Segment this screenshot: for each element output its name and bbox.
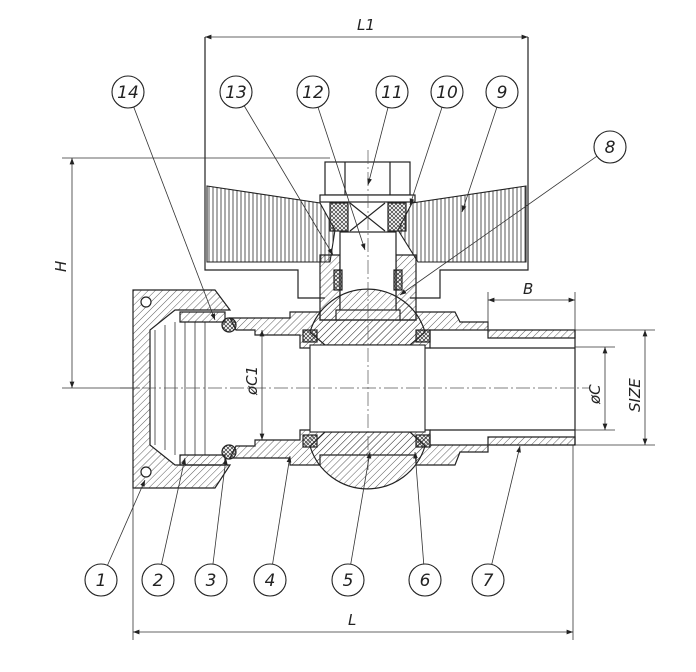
balloon-circle	[84, 563, 118, 597]
balloon-circle	[485, 75, 519, 109]
dimensions: L1 H B øC1 øC SIZE L	[52, 16, 655, 640]
leader-line	[399, 155, 598, 296]
leader-line	[491, 445, 521, 565]
balloon-circle	[219, 75, 253, 109]
leader-line	[212, 457, 228, 565]
stem-nut	[319, 161, 416, 232]
balloon-circle	[408, 563, 442, 597]
balloon-number: 6	[420, 571, 431, 591]
balloon-6: 6	[408, 451, 442, 597]
leader-line	[350, 451, 372, 565]
balloon-circle	[111, 75, 145, 109]
dim-SIZE: SIZE	[626, 378, 644, 412]
leader-line	[413, 451, 425, 565]
ball	[302, 288, 431, 490]
leader-line	[317, 107, 366, 251]
leader-line	[161, 457, 186, 565]
balloon-circle	[471, 563, 505, 597]
leader-line	[107, 479, 146, 566]
balloon-9: 9	[461, 75, 519, 213]
balloon-circle	[194, 563, 228, 597]
balloon-number: 8	[605, 138, 616, 158]
leader-line	[409, 107, 443, 206]
balloon-4: 4	[253, 455, 292, 597]
balloon-12: 12	[296, 75, 366, 251]
dim-L1: L1	[357, 16, 375, 34]
balloon-number: 11	[381, 83, 403, 103]
dim-C: øC	[586, 384, 604, 405]
balloon-14: 14	[111, 75, 216, 321]
balloon-number: 3	[206, 571, 217, 591]
leader-line	[461, 107, 498, 213]
leader-line	[367, 107, 389, 186]
balloon-number: 12	[302, 83, 324, 103]
balloon-11: 11	[367, 75, 409, 186]
balloon-7: 7	[471, 445, 521, 597]
leader-line	[243, 105, 334, 256]
balloon-circle	[296, 75, 330, 109]
balloon-1: 1	[84, 479, 146, 597]
balloon-10: 10	[409, 75, 464, 206]
balloon-circle	[331, 563, 365, 597]
balloon-number: 13	[225, 83, 247, 103]
dim-H: H	[52, 261, 70, 272]
balloon-8: 8	[399, 130, 627, 296]
union-nut	[132, 289, 237, 489]
balloon-circle	[141, 563, 175, 597]
balloon-number: 2	[153, 571, 164, 591]
balloon-number: 5	[343, 571, 354, 591]
dim-L: L	[348, 611, 356, 629]
balloon-number: 14	[117, 83, 139, 103]
balloon-13: 13	[219, 75, 334, 256]
leader-line	[133, 106, 216, 321]
balloon-2: 2	[141, 457, 186, 597]
balloon-circle	[593, 130, 627, 164]
balloon-number: 1	[96, 571, 107, 591]
dim-B: B	[523, 280, 533, 298]
balloon-circle	[375, 75, 409, 109]
balloon-number: 4	[265, 571, 276, 591]
leader-line	[272, 455, 292, 565]
balloon-3: 3	[194, 457, 228, 597]
balloon-number: 9	[497, 83, 508, 103]
dim-C1: øC1	[243, 366, 261, 396]
balloon-5: 5	[331, 451, 372, 597]
balloon-circle	[253, 563, 287, 597]
balloon-number: 10	[436, 83, 458, 103]
balloon-number: 7	[483, 571, 494, 591]
balloon-circle	[430, 75, 464, 109]
handle	[204, 37, 529, 299]
